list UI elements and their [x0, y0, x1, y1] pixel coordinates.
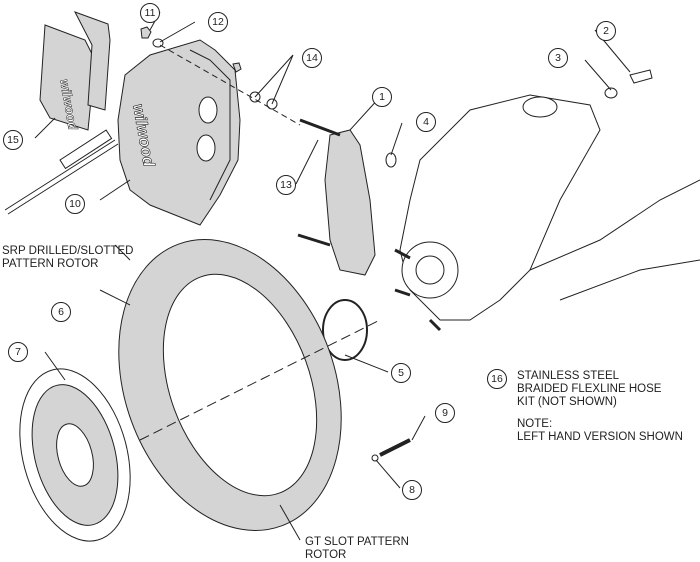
callout-16: 16: [487, 369, 507, 389]
callout-7: 7: [8, 342, 28, 362]
callout-4: 4: [416, 112, 436, 132]
gt-rotor-label-line2: ROTOR: [305, 549, 347, 561]
srp-rotor-label-line2: PATTERN ROTOR: [2, 258, 99, 270]
callout-8: 8: [402, 480, 422, 500]
steering-knuckle: [394, 94, 700, 332]
srp-rotor-label-line1: SRP DRILLED/SLOTTED: [2, 245, 134, 257]
rotor-hat: [19, 368, 131, 542]
hose-kit-label-line2: BRAIDED FLEXLINE HOSE: [517, 383, 662, 395]
note-label-line1: NOTE:: [517, 418, 553, 430]
callout-1: 1: [372, 87, 392, 107]
callout-2: 2: [596, 21, 616, 41]
callout-5: 5: [391, 363, 411, 383]
hose-kit-label-line1: STAINLESS STEEL: [517, 370, 620, 382]
callout-3: 3: [548, 48, 568, 68]
gt-rotor-label-line1: GT SLOT PATTERN: [305, 536, 409, 548]
callout-10: 10: [65, 194, 85, 214]
caliper: wilwood: [117, 39, 241, 226]
brake-pads: wilwood: [39, 11, 111, 132]
rotor: [118, 239, 342, 531]
callout-12: 12: [208, 12, 228, 32]
callout-15: 15: [3, 130, 23, 150]
callout-6: 6: [51, 302, 71, 322]
centering-ring: [322, 299, 368, 361]
hose-kit-label-line3: KIT (NOT SHOWN): [517, 396, 617, 408]
callout-11: 11: [140, 3, 160, 23]
note-label-line2: LEFT HAND VERSION SHOWN: [517, 431, 683, 443]
callout-9: 9: [435, 403, 455, 423]
callout-14: 14: [302, 48, 322, 68]
callout-13: 13: [276, 175, 296, 195]
caliper-bracket: [297, 118, 376, 276]
